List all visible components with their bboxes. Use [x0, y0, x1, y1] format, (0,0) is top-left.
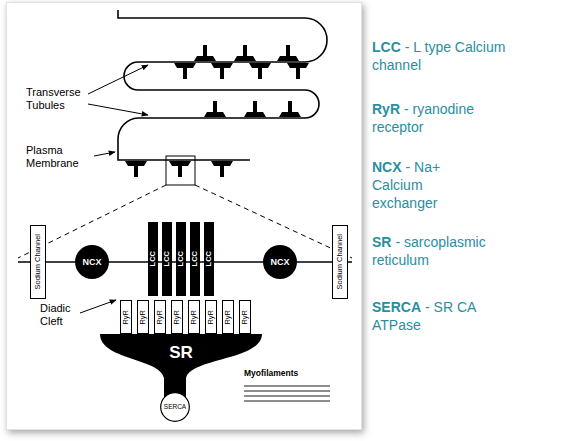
leader-arrow — [88, 65, 148, 94]
ncx-circle — [263, 245, 297, 279]
node-label: SR — [169, 344, 193, 361]
node-label: Sodium Channel — [34, 234, 42, 289]
glossary-entry: RyR- ryanodine receptor — [372, 100, 507, 136]
serca-pump: SERCA — [160, 392, 190, 422]
ryr-receptor: RyR — [222, 300, 234, 334]
node-label: RyR — [241, 310, 249, 325]
dyad-symbol — [287, 63, 309, 79]
node-label: Sodium Channel — [336, 234, 344, 289]
node-label: LCC — [149, 251, 157, 266]
node-label: LCC — [177, 251, 185, 266]
leader-arrow — [94, 152, 115, 156]
node-label: RyR — [190, 310, 198, 325]
node-label: LCC — [163, 251, 171, 266]
ncx-exchanger: NCX — [75, 245, 109, 279]
t-tubule-membrane — [118, 10, 327, 160]
glossary-term: LCC — [372, 39, 401, 55]
sodium-channel: Sodium Channel — [332, 225, 348, 299]
node-label: RyR — [156, 310, 164, 325]
myofilament-line — [244, 391, 330, 392]
sarcoplasmic-reticulum: SR SERCA — [100, 334, 262, 425]
glossary-entry: NCX- Na+ Calcium exchanger — [372, 158, 472, 212]
dyad-symbol — [204, 101, 226, 117]
glossary-entry: SERCA- SR CA ATPase — [372, 298, 502, 334]
glossary-term: SR — [372, 234, 391, 250]
dyad-symbol — [234, 45, 256, 61]
serca-circle — [161, 393, 190, 422]
lcc-channel: LCC — [176, 222, 186, 296]
dyad-symbol — [279, 101, 301, 117]
glossary-term: NCX — [372, 159, 402, 175]
dyad-symbol — [194, 45, 216, 61]
structure-label: Plasma Membrane — [26, 144, 92, 169]
dyad-symbol — [249, 63, 271, 79]
dyad-symbol — [211, 161, 233, 177]
ryr-receptor: RyR — [137, 300, 149, 334]
glossary-entry: LCC- L type Calcium channel — [372, 38, 507, 74]
leader-arrow — [80, 300, 116, 313]
node-label: NCX — [82, 258, 101, 267]
dyad-symbol — [277, 45, 299, 61]
ncx-circle — [75, 245, 109, 279]
dyad-symbol — [169, 161, 191, 177]
node-label: RyR — [224, 310, 232, 325]
structure-label: Diadic Cleft — [40, 302, 90, 327]
structure-label: Transverse Tubules — [26, 86, 92, 111]
lcc-channel: LCC — [148, 222, 158, 296]
myofilament-line — [244, 401, 330, 402]
glossary-term: RyR — [372, 101, 400, 117]
lcc-channel: LCC — [204, 222, 214, 296]
node-label: RyR — [122, 310, 130, 325]
lcc-channel: LCC — [162, 222, 172, 296]
node-label: NCX — [270, 258, 289, 267]
node-label: RyR — [207, 310, 215, 325]
node-label: LCC — [205, 251, 213, 266]
ryr-receptor: RyR — [154, 300, 166, 334]
dyad-symbol — [211, 63, 233, 79]
lcc-channel: LCC — [190, 222, 200, 296]
dyad-symbol — [174, 63, 196, 79]
glossary-entry: SR- sarcoplasmic reticulum — [372, 233, 507, 269]
leader-arrow — [88, 104, 148, 115]
node-label: RyR — [173, 310, 181, 325]
ryr-receptor: RyR — [205, 300, 217, 334]
node-label: LCC — [191, 251, 199, 266]
dyad-symbol — [244, 101, 266, 117]
node-label: RyR — [139, 310, 147, 325]
sr-funnel — [100, 334, 262, 398]
ryr-receptor: RyR — [239, 300, 251, 334]
myofilament-line — [244, 386, 330, 387]
myofilament-line — [244, 396, 330, 397]
sodium-channel: Sodium Channel — [30, 225, 46, 299]
glossary-term: SERCA — [372, 299, 421, 315]
zoom-box — [166, 156, 195, 185]
ryr-receptor: RyR — [188, 300, 200, 334]
ncx-exchanger: NCX — [263, 245, 297, 279]
dyad-symbol — [125, 161, 147, 177]
structure-label: Myofilaments — [244, 369, 344, 379]
ryr-receptor: RyR — [171, 300, 183, 334]
ryr-receptor: RyR — [120, 300, 132, 334]
node-label: SERCA — [164, 404, 186, 411]
